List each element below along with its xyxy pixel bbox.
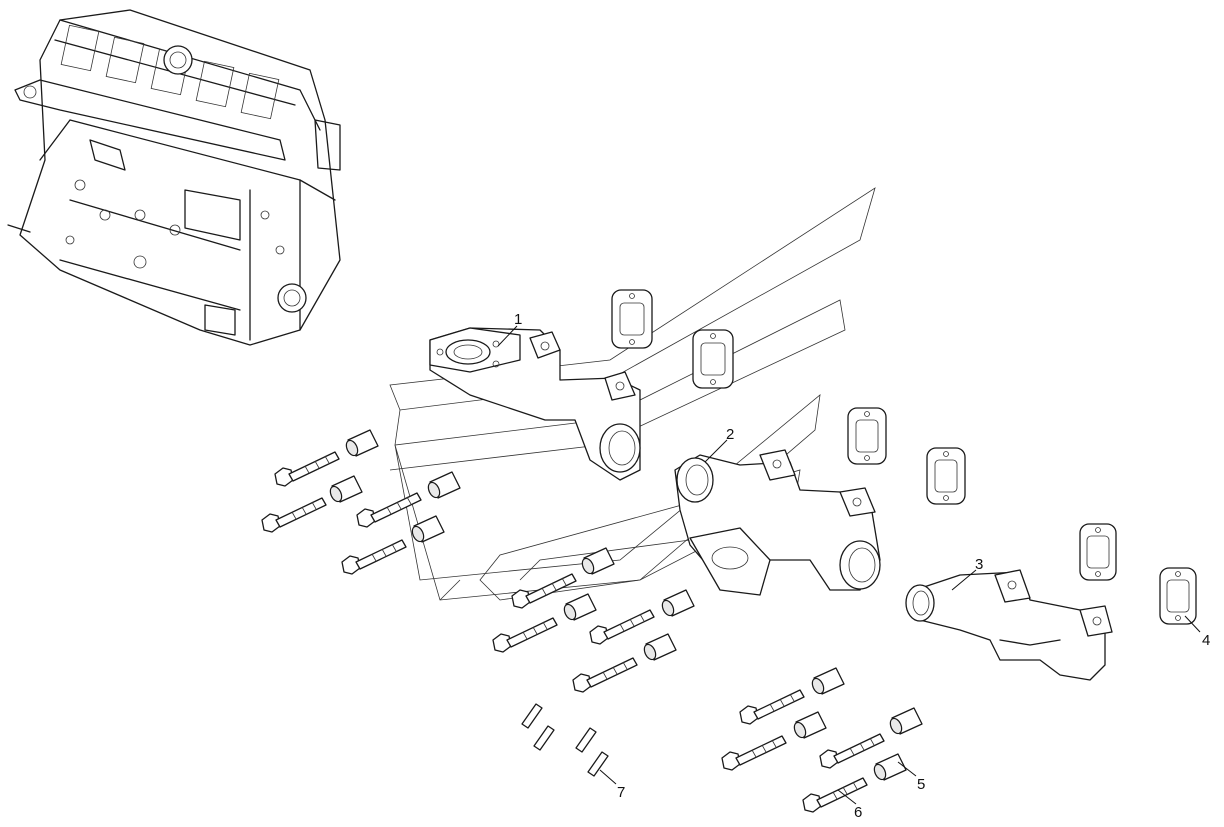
gasket (847, 407, 887, 465)
spacer (343, 429, 379, 459)
spacer (579, 547, 615, 577)
bolt (341, 539, 407, 575)
bolt (492, 617, 558, 653)
bolt (572, 657, 638, 693)
spacer (791, 711, 827, 741)
gasket (1159, 567, 1197, 625)
bolt (261, 497, 327, 533)
dowel-pin (521, 703, 543, 729)
spacer (327, 475, 363, 505)
bolt (739, 689, 805, 725)
dowel-pin (575, 727, 597, 753)
bolt (819, 733, 885, 769)
dowel-pin (533, 725, 555, 751)
gasket (1079, 523, 1117, 581)
gasket (692, 329, 734, 389)
spacer (887, 707, 923, 737)
callout-3: 3 (975, 556, 983, 573)
exhaust-manifold-3 (905, 569, 1113, 681)
callout-6: 6 (854, 804, 862, 821)
callout-1: 1 (514, 311, 522, 328)
spacer (871, 753, 907, 783)
callout-5: 5 (917, 776, 925, 793)
bolt (356, 492, 422, 528)
callouts: 1 2 3 4 5 6 7 (497, 311, 1210, 821)
bolt (511, 573, 577, 609)
callout-4: 4 (1202, 632, 1210, 649)
dowel-pins (521, 703, 609, 777)
spacer (659, 589, 695, 619)
spacer (425, 471, 461, 501)
spacer (641, 633, 677, 663)
spacer (561, 593, 597, 623)
spacer (809, 667, 845, 697)
engine-block (7, 9, 341, 346)
bolt (589, 609, 655, 645)
gasket (611, 289, 653, 349)
spacer (409, 515, 445, 545)
callout-7: 7 (617, 784, 625, 801)
dowel-pin (587, 751, 609, 777)
exhaust-manifold-1 (429, 327, 641, 481)
gasket (926, 447, 966, 505)
bolt (721, 735, 787, 771)
bolt (274, 451, 340, 487)
callout-2: 2 (726, 426, 734, 443)
spacers (327, 429, 923, 783)
exhaust-manifold-2 (674, 449, 881, 596)
gaskets (611, 289, 1197, 625)
